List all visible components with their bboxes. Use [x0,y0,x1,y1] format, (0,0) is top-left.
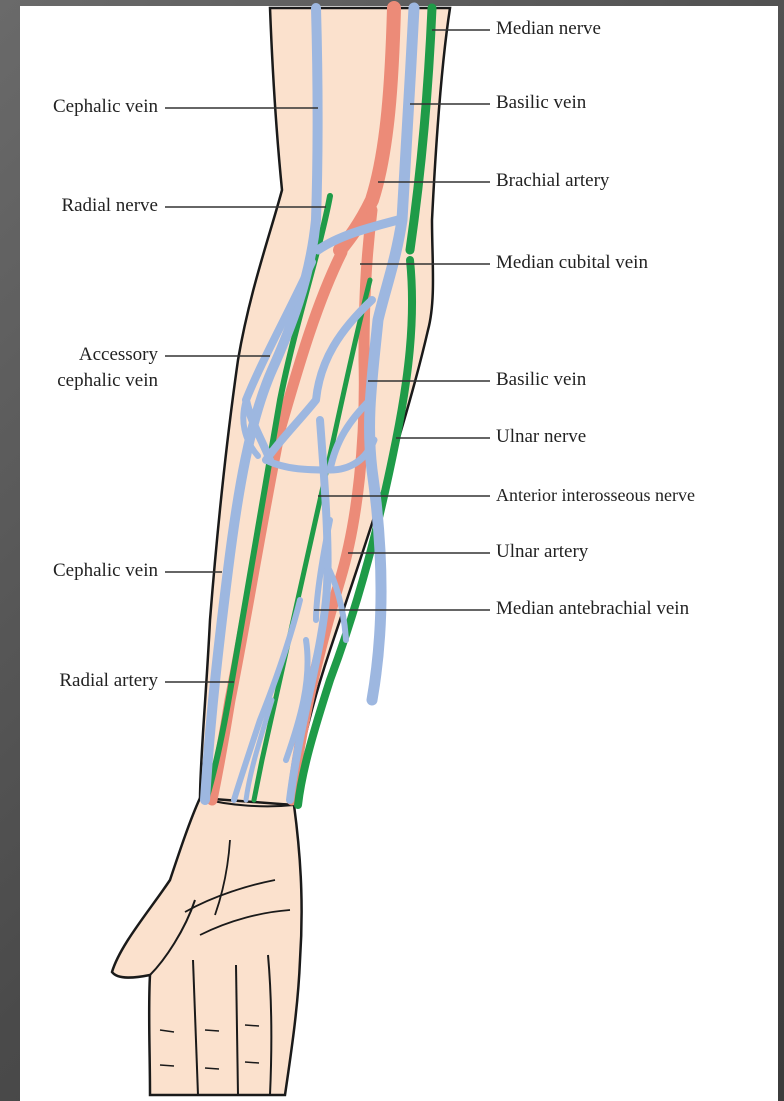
label-basilic-vein-upper: Basilic vein [496,92,586,114]
label-ulnar-nerve: Ulnar nerve [496,426,586,448]
label-radial-artery: Radial artery [59,670,158,692]
label-radial-nerve: Radial nerve [61,195,158,217]
label-median-nerve: Median nerve [496,18,601,40]
hand-outline [112,798,302,1095]
label-accessory-cephalic-vein-line2: cephalic vein [57,370,158,392]
label-anterior-interosseous-nerve: Anterior interosseous nerve [496,484,695,506]
label-cephalic-vein-lower: Cephalic vein [53,560,158,582]
label-cephalic-vein-upper: Cephalic vein [53,96,158,118]
label-median-cubital-vein: Median cubital vein [496,252,648,274]
label-brachial-artery: Brachial artery [496,170,609,192]
label-accessory-cephalic-vein-line1: Accessory [79,344,158,366]
label-median-antebrachial-vein: Median antebrachial vein [496,598,689,620]
label-basilic-vein-lower: Basilic vein [496,369,586,391]
label-ulnar-artery: Ulnar artery [496,541,588,563]
